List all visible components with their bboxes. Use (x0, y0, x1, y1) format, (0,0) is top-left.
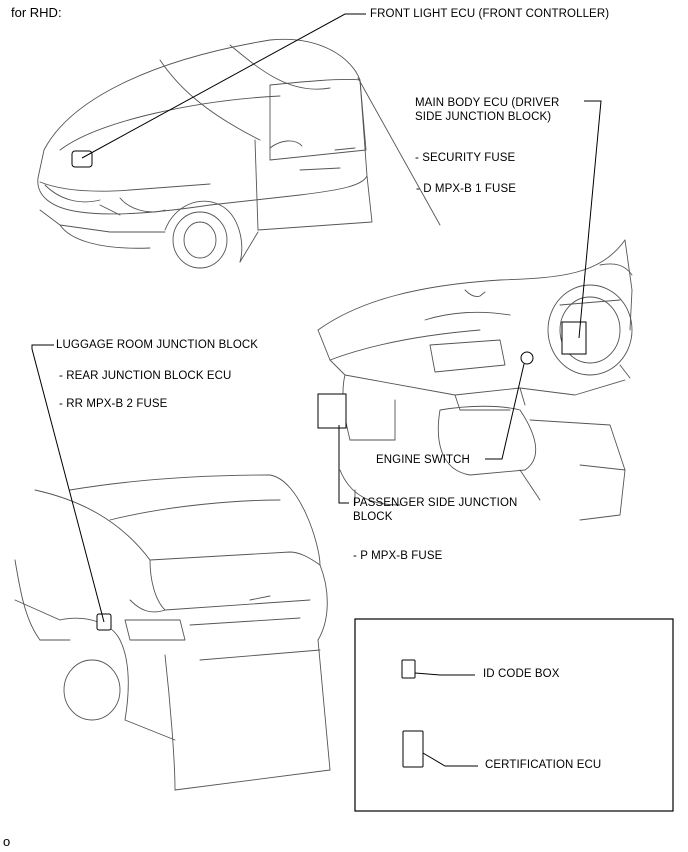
component-shapes (71, 150, 587, 768)
page-title: for RHD: (11, 5, 62, 20)
main-body-ecu-shape (561, 321, 587, 355)
figure-code: o (3, 834, 11, 849)
label-d-mpx-b1-fuse: - D MPX-B 1 FUSE (416, 183, 517, 195)
label-front-light-ecu: FRONT LIGHT ECU (FRONT CONTROLLER) (370, 8, 610, 20)
label-main-body-ecu: MAIN BODY ECU (DRIVER SIDE JUNCTION BLOC… (415, 97, 560, 123)
engine-switch-shape (520, 351, 534, 365)
id-code-box-shape (401, 659, 416, 679)
label-security-fuse: - SECURITY FUSE (415, 152, 516, 164)
label-rear-junction-block-ecu: - REAR JUNCTION BLOCK ECU (59, 370, 232, 382)
dashboard-illustration (317, 239, 633, 521)
label-certification-ecu: CERTIFICATION ECU (485, 759, 602, 771)
passenger-jb-shape (317, 393, 347, 429)
label-engine-switch: ENGINE SWITCH (376, 454, 470, 466)
inset-box (354, 618, 674, 812)
label-id-code-box: ID CODE BOX (483, 668, 560, 680)
label-rr-mpx-b2-fuse: - RR MPX-B 2 FUSE (59, 398, 168, 410)
certification-ecu-shape (402, 730, 424, 768)
label-p-mpx-b-fuse: - P MPX-B FUSE (353, 550, 443, 562)
label-passenger-side-junction-block: PASSENGER SIDE JUNCTION BLOCK (353, 497, 518, 523)
label-luggage-room-junction-block: LUGGAGE ROOM JUNCTION BLOCK (56, 339, 259, 351)
front-car-illustration (37, 38, 441, 269)
rear-car-illustration (14, 474, 331, 791)
leader-lines (31, 13, 602, 767)
front-light-ecu-shape (71, 150, 93, 168)
